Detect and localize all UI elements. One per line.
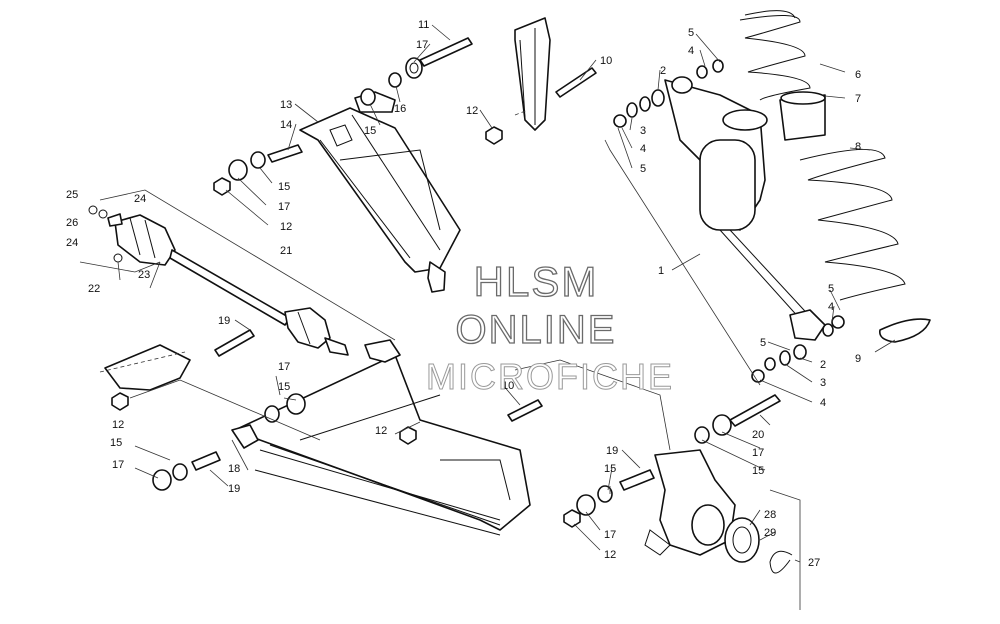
callout-28: 28 — [764, 509, 776, 521]
upper-a-arm — [299, 91, 461, 293]
callout-4: 4 — [688, 45, 694, 57]
upper-spring — [739, 10, 811, 101]
shock-absorber — [664, 76, 826, 341]
callout-19: 19 — [218, 315, 230, 327]
lower-left-bracket — [99, 344, 191, 391]
callout-24: 24 — [66, 237, 78, 249]
callout-14: 14 — [280, 119, 292, 131]
callout-15: 15 — [364, 125, 376, 137]
callout-26: 26 — [66, 217, 78, 229]
lower-spring — [799, 149, 906, 301]
callout-4: 4 — [820, 397, 826, 409]
hardware — [88, 37, 845, 528]
callout-1: 1 — [658, 265, 664, 277]
callout-25: 25 — [66, 189, 78, 201]
callout-10: 10 — [502, 380, 514, 392]
callout-12: 12 — [604, 549, 616, 561]
callout-27: 27 — [808, 557, 820, 569]
callout-2: 2 — [660, 65, 666, 77]
callout-labels: 11 17 16 15 13 14 15 17 12 10 12 5 4 2 3… — [66, 19, 861, 569]
callout-5: 5 — [760, 337, 766, 349]
spring-seat — [878, 318, 931, 343]
spring-adapter — [779, 91, 826, 141]
callout-5: 5 — [828, 283, 834, 295]
callout-17: 17 — [278, 361, 290, 373]
callout-4: 4 — [640, 143, 646, 155]
wheel-bearing — [724, 517, 760, 563]
lower-a-arm — [231, 339, 531, 536]
leader-lines — [79, 24, 896, 610]
callout-23: 23 — [138, 269, 150, 281]
callout-29: 29 — [764, 527, 776, 539]
callout-11: 11 — [418, 19, 429, 31]
callout-3: 3 — [640, 125, 646, 137]
callout-13: 13 — [280, 99, 292, 111]
callout-15: 15 — [278, 181, 290, 193]
callout-3: 3 — [820, 377, 826, 389]
callout-24: 24 — [134, 193, 146, 205]
callout-15: 15 — [278, 381, 290, 393]
callout-6: 6 — [855, 69, 861, 81]
callout-19: 19 — [228, 483, 240, 495]
callout-9: 9 — [855, 353, 861, 365]
callout-21: 21 — [280, 245, 292, 257]
callout-10: 10 — [600, 55, 612, 67]
callout-17: 17 — [112, 459, 124, 471]
drive-axle — [107, 213, 349, 356]
callout-16: 16 — [394, 103, 406, 115]
callout-7: 7 — [855, 93, 861, 105]
callout-12: 12 — [466, 105, 478, 117]
callout-18: 18 — [228, 463, 240, 475]
steering-knuckle — [644, 449, 736, 556]
callout-17: 17 — [278, 201, 290, 213]
callout-5: 5 — [640, 163, 646, 175]
callout-15: 15 — [752, 465, 764, 477]
callout-4: 4 — [828, 301, 834, 313]
callout-12: 12 — [112, 419, 124, 431]
callout-5: 5 — [688, 27, 694, 39]
callout-2: 2 — [820, 359, 826, 371]
snap-ring — [769, 550, 793, 574]
callout-12: 12 — [375, 425, 387, 437]
callout-15: 15 — [604, 463, 616, 475]
callout-17: 17 — [604, 529, 616, 541]
frame-bracket — [514, 17, 551, 131]
callout-20: 20 — [752, 429, 764, 441]
callout-19: 19 — [606, 445, 618, 457]
callout-17: 17 — [416, 39, 428, 51]
callout-12: 12 — [280, 221, 292, 233]
callout-22: 22 — [88, 283, 100, 295]
callout-15: 15 — [110, 437, 122, 449]
callout-17: 17 — [752, 447, 764, 459]
callout-8: 8 — [855, 141, 861, 153]
